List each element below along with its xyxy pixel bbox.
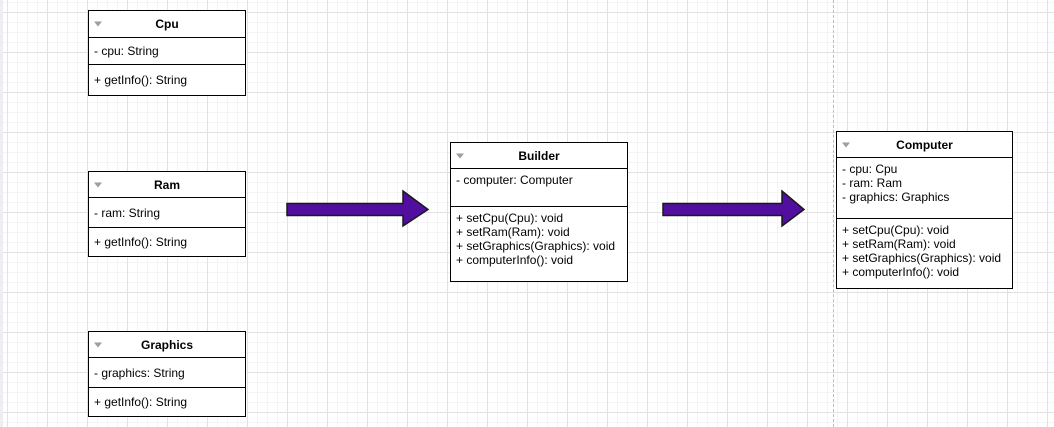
method-line: + setGraphics(Graphics): void [456, 239, 616, 253]
fat-arrow-right[interactable] [662, 189, 806, 228]
class-attributes-section: - graphics: String [89, 357, 245, 387]
class-box-ram[interactable]: Ram - ram: String + getInfo(): String [88, 171, 246, 257]
attribute-line: - ram: String [94, 205, 161, 220]
attribute-line: - ram: Ram [842, 176, 902, 190]
attribute-line: - cpu: Cpu [842, 162, 898, 176]
class-header: Computer [837, 132, 1012, 157]
class-methods-section: + setCpu(Cpu): void + setRam(Ram): void … [837, 218, 1012, 288]
attribute-line: - computer: Computer [456, 173, 573, 187]
class-title: Builder [518, 148, 560, 163]
collapse-toggle-icon[interactable] [94, 182, 102, 187]
class-title: Ram [153, 177, 180, 192]
class-attributes-section: - cpu: String [89, 37, 245, 64]
class-box-cpu[interactable]: Cpu - cpu: String + getInfo(): String [88, 10, 246, 96]
class-methods-section: + getInfo(): String [89, 227, 245, 256]
method-line: + setGraphics(Graphics): void [842, 251, 1002, 265]
fat-arrow-left[interactable] [286, 189, 430, 228]
attribute-line: - cpu: String [94, 44, 159, 58]
page-break-line [833, 0, 834, 427]
class-attributes-section: - cpu: Cpu - ram: Ram - graphics: Graphi… [837, 157, 1012, 218]
class-methods-section: + getInfo(): String [89, 387, 245, 416]
class-header: Graphics [89, 332, 245, 357]
class-title: Graphics [140, 337, 194, 352]
collapse-toggle-icon[interactable] [456, 153, 464, 158]
method-line: + setCpu(Cpu): void [456, 211, 564, 225]
collapse-toggle-icon[interactable] [94, 21, 102, 27]
class-title: Cpu [155, 17, 179, 31]
method-line: + setCpu(Cpu): void [842, 223, 950, 237]
class-header: Ram [89, 172, 245, 197]
class-box-computer[interactable]: Computer - cpu: Cpu - ram: Ram - graphic… [836, 131, 1013, 289]
class-header: Builder [451, 143, 627, 168]
class-methods-section: + setCpu(Cpu): void + setRam(Ram): void … [451, 206, 627, 281]
method-line: + setRam(Ram): void [842, 237, 956, 251]
class-methods-section: + getInfo(): String [89, 64, 245, 95]
class-title: Computer [896, 137, 953, 152]
attribute-line: - graphics: Graphics [842, 190, 950, 204]
collapse-toggle-icon[interactable] [94, 342, 102, 347]
method-line: + getInfo(): String [94, 395, 188, 409]
class-attributes-section: - computer: Computer [451, 168, 627, 206]
collapse-toggle-icon[interactable] [842, 142, 850, 147]
method-line: + getInfo(): String [94, 235, 188, 249]
method-line: + setRam(Ram): void [456, 225, 570, 239]
class-attributes-section: - ram: String [89, 197, 245, 227]
method-line: + computerInfo(): void [456, 253, 574, 267]
class-box-graphics[interactable]: Graphics - graphics: String + getInfo():… [88, 331, 246, 417]
class-box-builder[interactable]: Builder - computer: Computer + setCpu(Cp… [450, 142, 628, 282]
method-line: + getInfo(): String [94, 73, 188, 87]
canvas-left-edge [0, 0, 3, 427]
attribute-line: - graphics: String [94, 365, 185, 380]
method-line: + computerInfo(): void [842, 265, 960, 279]
class-header: Cpu [89, 11, 245, 37]
